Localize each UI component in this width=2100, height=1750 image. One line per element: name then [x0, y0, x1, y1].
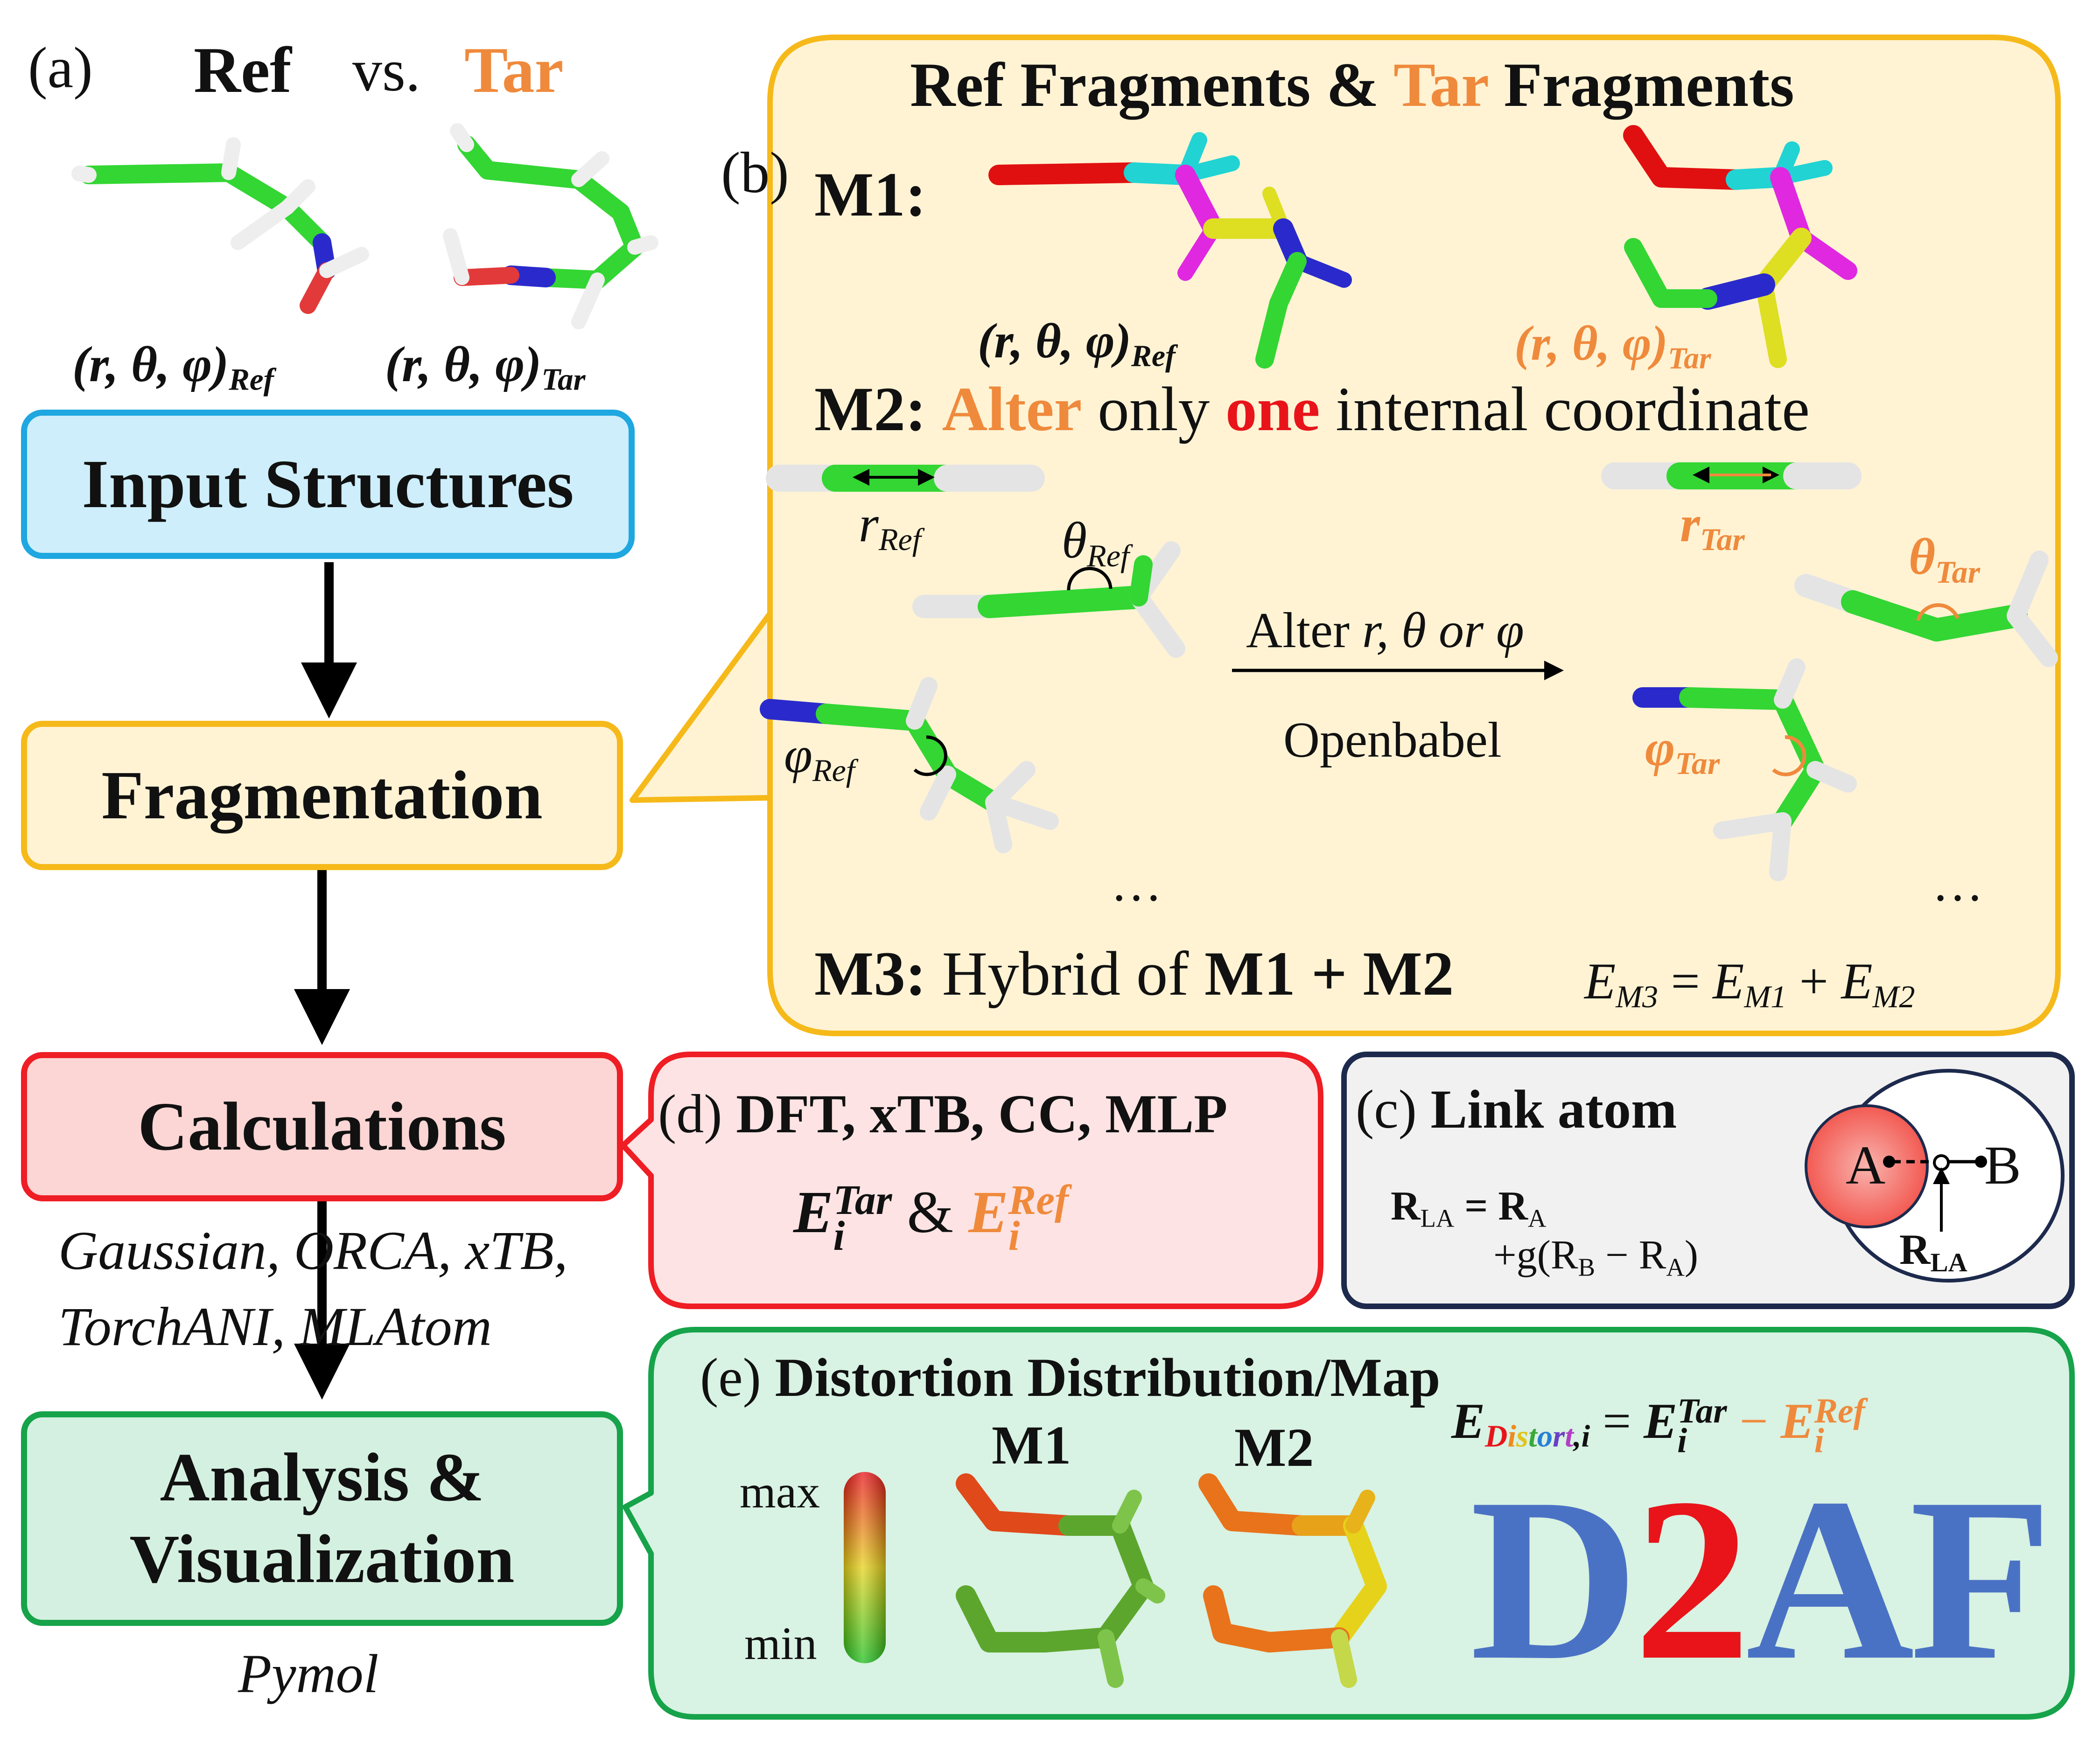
distort-index: ,i — [1573, 1419, 1590, 1454]
phi-ref-label: φRef — [784, 726, 855, 788]
m1-tar-fragment-icon — [1623, 125, 1857, 368]
m1-ref-fragment-icon — [988, 132, 1352, 369]
distort-letter: t — [1528, 1419, 1537, 1454]
m1-ref-coords: (r, θ, φ)Ref — [978, 314, 1176, 373]
link-atom-diagram — [1805, 1069, 2065, 1283]
distortion-colorbar — [844, 1472, 886, 1663]
m2-heading: M2: Alter only one internal coordinate — [814, 375, 1810, 444]
link-atom-eq2: +g(RB − RA) — [1493, 1233, 1699, 1282]
panel-a-label: (a) — [28, 36, 93, 100]
software-line-1: Gaussian, ORCA, xTB, — [58, 1220, 568, 1281]
analysis-label-line1: Analysis & — [160, 1439, 484, 1516]
m3-heading: M3: Hybrid of M1 + M2 — [814, 939, 1454, 1009]
analysis-label-line2: Visualization — [129, 1521, 515, 1597]
m1-label: M1: — [814, 160, 926, 230]
link-atom-eq1: RLA = RA — [1391, 1184, 1547, 1233]
distort-letter: D — [1485, 1419, 1508, 1454]
r-ref-label: rRef — [859, 495, 921, 558]
distort-letter: r — [1553, 1419, 1565, 1454]
panel-e-m2: M2 — [1234, 1417, 1314, 1478]
theta-tar-label: θTar — [1909, 528, 1981, 590]
tar-heading: Tar — [464, 34, 564, 106]
analysis-box: Analysis & Visualization — [21, 1411, 623, 1626]
r-tar-label: rTar — [1680, 495, 1745, 558]
pymol-label: Pymol — [238, 1643, 379, 1704]
input-structures-box: Input Structures — [21, 410, 635, 559]
calculations-label: Calculations — [138, 1088, 506, 1165]
panel-d-heading: (d) DFT, xTB, CC, MLP — [658, 1083, 1228, 1144]
panel-e-heading: (e) Distortion Distribution/Map — [700, 1347, 1441, 1408]
ref-coords: (r, θ, φ)Ref — [72, 337, 274, 397]
ellipsis-right: … — [1932, 855, 1983, 912]
theta-ref-label: θRef — [1062, 512, 1129, 574]
d2af-logo: D2AF — [1470, 1450, 2052, 1708]
distort-letter: o — [1537, 1419, 1553, 1454]
distort-letter: i — [1507, 1419, 1517, 1454]
colorbar-max: max — [740, 1466, 820, 1518]
panel-d-callout — [620, 1052, 1323, 1309]
m3-equation: EM3 = EM1 + EM2 — [1584, 953, 1915, 1015]
vs-label: vs. — [352, 37, 420, 104]
phi-tar-fragment-icon — [1632, 658, 1857, 881]
fragmentation-label: Fragmentation — [101, 757, 543, 834]
software-line-2: TorchANI, MLAtom — [58, 1296, 492, 1357]
m2-distortion-molecule-icon — [1198, 1473, 1387, 1688]
atom-b-label: B — [1984, 1135, 2021, 1196]
panel-c-heading: (c) Link atom — [1356, 1079, 1677, 1140]
atom-a-label: A — [1846, 1135, 1886, 1196]
distort-subscript: Distort,i — [1485, 1419, 1590, 1454]
ellipsis-left: … — [1111, 855, 1162, 912]
panel-e-m1: M1 — [992, 1415, 1071, 1476]
panel-b-title: Ref Fragments & Tar Fragments — [910, 50, 1794, 120]
panel-b-callout — [630, 35, 2061, 1036]
openbabel-label: Openbabel — [1283, 712, 1502, 768]
distort-letter: s — [1516, 1419, 1529, 1454]
tar-molecule-icon — [443, 123, 658, 329]
ref-heading: Ref — [194, 34, 292, 106]
tar-coords: (r, θ, φ)Tar — [385, 337, 586, 397]
m1-distortion-molecule-icon — [956, 1473, 1165, 1688]
colorbar-min: min — [744, 1618, 817, 1669]
theta-ref-fragment-icon — [912, 541, 1185, 658]
m1-tar-coords: (r, θ, φ)Tar — [1514, 316, 1711, 376]
rla-label: RLA — [1899, 1226, 1967, 1277]
distort-letter: t — [1565, 1419, 1574, 1454]
ref-molecule-icon — [71, 137, 369, 314]
calculations-box: Calculations — [21, 1052, 623, 1201]
fragmentation-box: Fragmentation — [21, 721, 623, 870]
alter-arrow-label: Alter r, θ or φ — [1246, 603, 1524, 658]
software-list: Gaussian, ORCA, xTB, TorchANI, MLAtom — [58, 1213, 568, 1365]
theta-tar-fragment-icon — [1794, 551, 2058, 667]
input-structures-label: Input Structures — [82, 446, 574, 523]
phi-tar-label: φTar — [1645, 719, 1720, 781]
phi-ref-fragment-icon — [760, 677, 1059, 853]
panel-b-label: (b) — [721, 141, 789, 205]
